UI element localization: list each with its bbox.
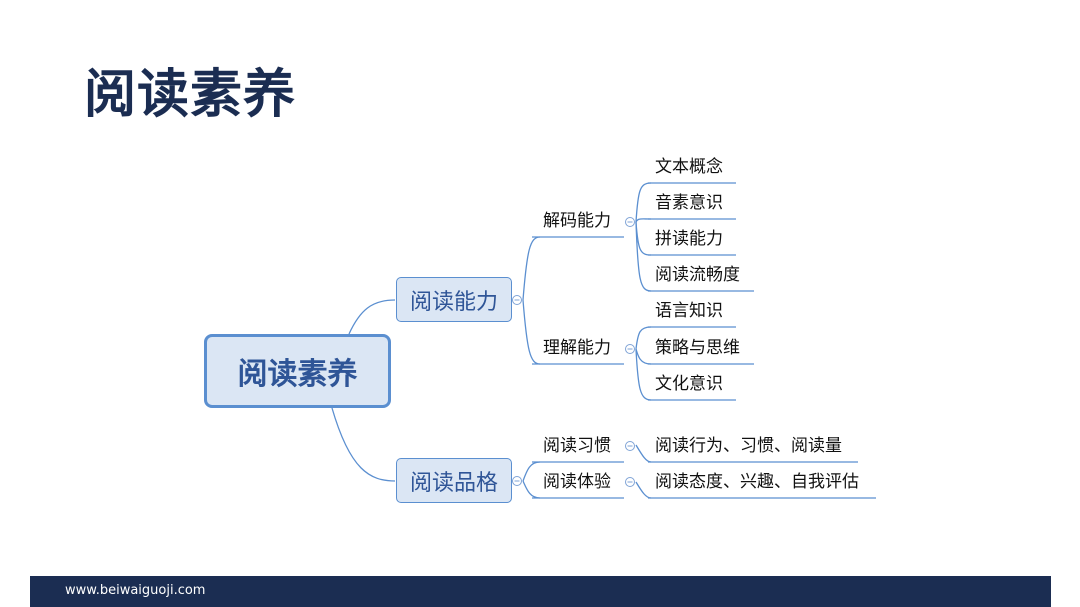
connector-comprehension-leaf-2 xyxy=(635,348,652,365)
connector-character-habit xyxy=(522,461,541,482)
connector-root-reading-ability xyxy=(348,299,396,335)
connector-character-experience xyxy=(522,480,541,499)
connector-experience-leaf xyxy=(635,481,652,499)
leaf-node[interactable]: 策略与思维 xyxy=(655,338,740,358)
connector-decoding-leaf-4 xyxy=(635,221,652,292)
sub-branch-habit[interactable]: 阅读习惯 xyxy=(543,436,611,456)
leaf-node[interactable]: 阅读流畅度 xyxy=(655,265,740,285)
connector-ability-comprehension xyxy=(522,299,541,365)
connector-decoding-leaf-3 xyxy=(635,221,652,256)
connector-decoding-leaf-1 xyxy=(635,182,652,223)
connector-root-reading-character xyxy=(331,407,396,482)
footer-bar: www.beiwaiguoji.com xyxy=(30,576,1051,607)
leaf-node[interactable]: 阅读行为、习惯、阅读量 xyxy=(655,436,842,456)
sub-branch-experience[interactable]: 阅读体验 xyxy=(543,472,611,492)
leaf-node[interactable]: 音素意识 xyxy=(655,193,723,213)
leaf-node[interactable]: 语言知识 xyxy=(655,301,723,321)
leaf-node[interactable]: 文化意识 xyxy=(655,374,723,394)
connector-habit-leaf xyxy=(635,444,652,463)
connector-ability-decoding xyxy=(522,236,541,301)
branch-node-reading-character[interactable]: 阅读品格 xyxy=(396,458,512,503)
footer-website: www.beiwaiguoji.com xyxy=(65,583,206,598)
leaf-node[interactable]: 阅读态度、兴趣、自我评估 xyxy=(655,472,859,492)
leaf-node[interactable]: 文本概念 xyxy=(655,157,723,177)
root-node[interactable]: 阅读素养 xyxy=(204,334,391,408)
sub-branch-decoding[interactable]: 解码能力 xyxy=(543,211,611,231)
leaf-node[interactable]: 拼读能力 xyxy=(655,229,723,249)
branch-node-reading-ability[interactable]: 阅读能力 xyxy=(396,277,512,322)
sub-branch-comprehension[interactable]: 理解能力 xyxy=(543,338,611,358)
connector-comprehension-leaf-1 xyxy=(635,326,652,350)
page-title: 阅读素养 xyxy=(84,65,297,125)
